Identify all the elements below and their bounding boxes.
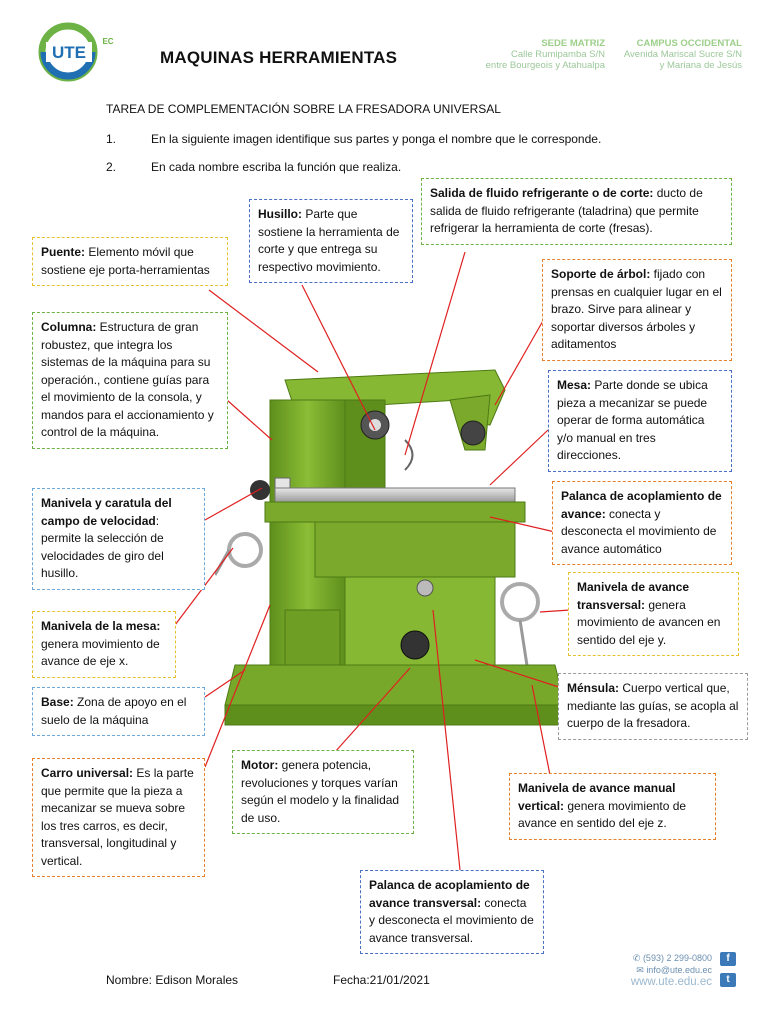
label-title: Carro universal: bbox=[41, 766, 134, 780]
task-item-text: En cada nombre escriba la función que re… bbox=[151, 160, 402, 174]
campus-main-address: SEDE MATRIZ Calle Rumipamba S/N entre Bo… bbox=[470, 38, 605, 71]
phone-icon: ✆ bbox=[632, 953, 643, 963]
campus-west-heading: CAMPUS OCCIDENTAL bbox=[636, 38, 742, 49]
label-motor: Motor: genera potencia, revoluciones y t… bbox=[232, 750, 414, 834]
label-base: Base: Zona de apoyo en el suelo de la má… bbox=[32, 687, 205, 736]
label-puente: Puente: Elemento móvil que sostiene eje … bbox=[32, 237, 228, 286]
submission-date: Fecha:21/01/2021 bbox=[333, 973, 430, 987]
label-text: genera movimiento de avance en sentido d… bbox=[518, 798, 687, 831]
campus-west-line2: y Mariana de Jesús bbox=[659, 60, 742, 71]
campus-main-heading: SEDE MATRIZ bbox=[541, 38, 605, 49]
task-item-text: En la siguiente imagen identifique sus p… bbox=[151, 132, 602, 146]
campus-main-line1: Calle Rumipamba S/N bbox=[511, 49, 605, 60]
label-text: Elemento móvil que sostiene eje porta-he… bbox=[41, 245, 210, 277]
label-title: Husillo: bbox=[258, 207, 302, 221]
label-title: Soporte de árbol: bbox=[551, 267, 651, 281]
student-name: Nombre: Edison Morales bbox=[106, 973, 239, 987]
label-title: Manivela de avance transversal: bbox=[577, 580, 690, 612]
facebook-icon[interactable]: f bbox=[720, 952, 736, 966]
mail-icon: ✉ bbox=[636, 965, 647, 975]
label-text: Cuerpo vertical que, mediante las guías,… bbox=[567, 681, 739, 730]
label-text: genera movimiento de avancen en sentido … bbox=[577, 597, 721, 647]
label-title: Palanca de acoplamiento de avance transv… bbox=[369, 878, 530, 910]
label-palanca-avance: Palanca de acoplamiento de avance: conec… bbox=[552, 481, 732, 565]
label-title: Motor: bbox=[241, 758, 279, 772]
label-text: Estructura de gran robustez, que integra… bbox=[41, 320, 214, 439]
label-husillo: Husillo: Parte que sostiene la herramien… bbox=[249, 199, 413, 283]
task-title: TAREA DE COMPLEMENTACIÓN SOBRE LA FRESAD… bbox=[106, 102, 501, 116]
label-title: Manivela y caratula del campo de velocid… bbox=[41, 496, 172, 528]
contact-phone: (593) 2 299-0800 bbox=[642, 953, 712, 963]
label-title: Manivela de avance manual vertical: bbox=[518, 781, 676, 813]
campus-main-line2: entre Bourgeois y Atahualpa bbox=[485, 60, 605, 71]
label-text: Parte que sostiene la herramienta de cor… bbox=[258, 207, 400, 274]
campus-west-address: CAMPUS OCCIDENTAL Avenida Mariscal Sucre… bbox=[612, 38, 742, 71]
label-text: Parte donde se ubica pieza a mecanizar s… bbox=[557, 378, 708, 462]
twitter-icon[interactable]: t bbox=[720, 973, 736, 987]
label-title: Manivela de la mesa: bbox=[41, 619, 161, 633]
contact-email: info@ute.edu.ec bbox=[646, 965, 712, 975]
label-text: Es la parte que permite que la pieza a m… bbox=[41, 766, 194, 868]
label-text: genera movimiento de avance de eje x. bbox=[41, 636, 160, 669]
logo-text: UTE bbox=[52, 43, 86, 62]
label-mesa: Mesa: Parte donde se ubica pieza a mecan… bbox=[548, 370, 732, 472]
label-manivela-transversal: Manivela de avance transversal: genera m… bbox=[568, 572, 739, 656]
label-title: Salida de fluido refrigerante o de corte… bbox=[430, 186, 654, 200]
contact-info: ✆ (593) 2 299-0800 ✉ info@ute.edu.ec www… bbox=[600, 952, 712, 988]
task-item-number: 1. bbox=[106, 132, 117, 146]
label-title: Ménsula: bbox=[567, 681, 620, 695]
label-text: conecta y desconecta el movimiento de av… bbox=[561, 506, 717, 556]
label-text: ducto de salida de fluido refrigerante (… bbox=[430, 186, 703, 235]
logo-superscript: EC bbox=[102, 37, 113, 46]
label-text: Zona de apoyo en el suelo de la máquina bbox=[41, 695, 187, 727]
label-salida-fluido: Salida de fluido refrigerante o de corte… bbox=[421, 178, 732, 245]
label-columna: Columna: Estructura de gran robustez, qu… bbox=[32, 312, 228, 449]
campus-west-line1: Avenida Mariscal Sucre S/N bbox=[623, 49, 742, 60]
label-palanca-transversal: Palanca de acoplamiento de avance transv… bbox=[360, 870, 544, 954]
label-title: Puente: bbox=[41, 245, 86, 259]
document-title: MAQUINAS HERRAMIENTAS bbox=[160, 48, 398, 67]
label-text: fijado con prensas en cualquier lugar en… bbox=[551, 267, 722, 351]
contact-website[interactable]: www.ute.edu.ec bbox=[630, 976, 712, 988]
label-title: Palanca de acoplamiento de avance: bbox=[561, 489, 722, 521]
label-manivela-velocidad: Manivela y caratula del campo de velocid… bbox=[32, 488, 205, 590]
milling-machine-illustration bbox=[215, 369, 566, 726]
label-title: Mesa: bbox=[557, 378, 592, 392]
ute-logo: UTE EC bbox=[38, 22, 114, 82]
label-title: Columna: bbox=[41, 320, 97, 334]
label-manivela-vertical: Manivela de avance manual vertical: gene… bbox=[509, 773, 716, 840]
label-text: conecta y desconecta el movimiento de av… bbox=[369, 895, 534, 945]
label-text: : permite la selección de velocidades de… bbox=[41, 513, 164, 581]
label-manivela-mesa: Manivela de la mesa: genera movimiento d… bbox=[32, 611, 176, 678]
task-item-number: 2. bbox=[106, 160, 117, 174]
label-text: genera potencia, revoluciones y torques … bbox=[241, 758, 400, 825]
label-title: Base: bbox=[41, 695, 74, 709]
label-carro-universal: Carro universal: Es la parte que permite… bbox=[32, 758, 205, 877]
label-soporte-arbol: Soporte de árbol: fijado con prensas en … bbox=[542, 259, 732, 361]
label-mensula: Ménsula: Cuerpo vertical que, mediante l… bbox=[558, 673, 748, 740]
